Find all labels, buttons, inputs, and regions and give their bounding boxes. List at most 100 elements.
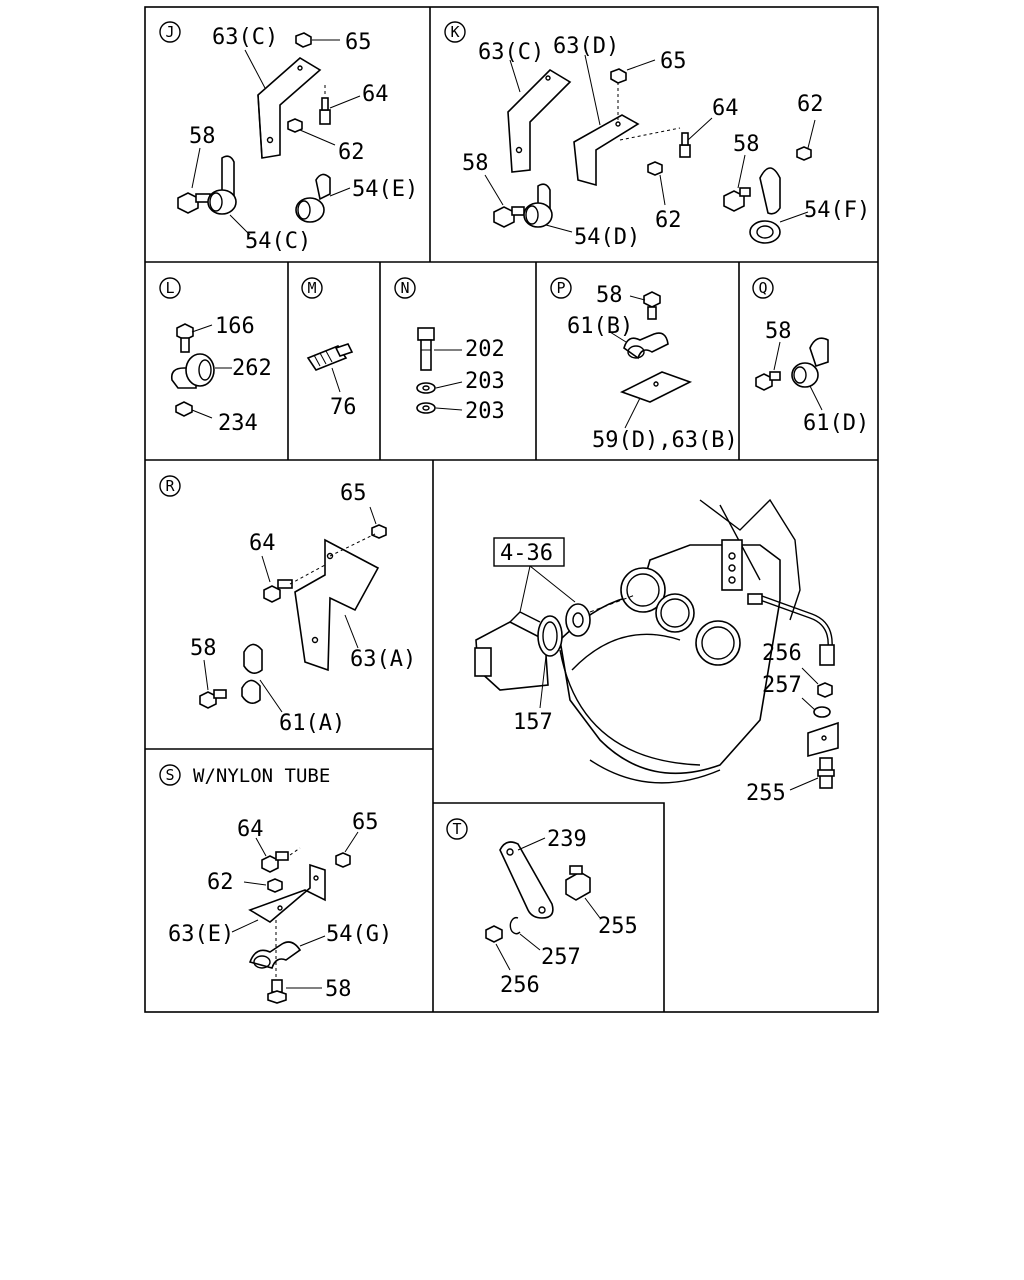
label-65: 65 xyxy=(340,481,367,506)
panel-k-marker xyxy=(444,21,466,43)
bracket-239 xyxy=(499,841,554,919)
panel-t-letter: T xyxy=(452,820,461,838)
label-262: 262 xyxy=(232,356,272,381)
panel-l-letter: L xyxy=(165,279,174,297)
ref-box xyxy=(493,537,565,567)
label-63a: 63(A) xyxy=(350,647,416,672)
clip-61a xyxy=(241,643,263,704)
panel-k: K xyxy=(444,21,870,250)
label-58: 58 xyxy=(596,283,623,308)
label-61d: 61(D) xyxy=(803,411,869,436)
label-54f: 54(F) xyxy=(804,198,870,223)
label-255: 255 xyxy=(746,781,786,806)
bolt-64 xyxy=(319,97,331,125)
label-63c: 63(C) xyxy=(478,40,544,65)
main-engine-assembly: 4-36 157 256 257 255 xyxy=(474,498,839,806)
nut-62 xyxy=(287,118,303,133)
panel-n-marker xyxy=(394,277,416,299)
label-64: 64 xyxy=(362,82,389,107)
label-64: 64 xyxy=(712,96,739,121)
label-157: 157 xyxy=(513,710,553,735)
bolt-58 xyxy=(177,192,211,214)
label-54c: 54(C) xyxy=(245,229,311,254)
panel-j-marker xyxy=(159,21,181,43)
label-257: 257 xyxy=(541,945,581,970)
washer-203 xyxy=(416,382,436,394)
nut-62 xyxy=(267,878,283,893)
washer-257 xyxy=(509,916,521,935)
clip-54f xyxy=(749,167,781,244)
nut-62 xyxy=(647,161,663,176)
clip-61b xyxy=(623,332,669,360)
panel-r: R 65 64 58 63(A) 61(A) xyxy=(159,475,416,736)
panel-q-marker xyxy=(752,277,774,299)
label-63e: 63(E) xyxy=(168,922,234,947)
panel-n: N 202 203 203 xyxy=(394,277,505,424)
washer-203 xyxy=(416,402,436,414)
label-58: 58 xyxy=(765,319,792,344)
label-58: 58 xyxy=(462,151,489,176)
nut-62 xyxy=(796,146,812,161)
bracket-63e xyxy=(248,863,326,923)
label-234: 234 xyxy=(218,411,258,436)
label-64: 64 xyxy=(249,531,276,556)
label-62: 62 xyxy=(207,870,234,895)
bolt-58 xyxy=(493,206,525,228)
bolt-58 xyxy=(267,979,287,1004)
bolt-58 xyxy=(755,371,781,391)
label-58: 58 xyxy=(325,977,352,1002)
panel-t: T 239 255 257 256 xyxy=(446,818,638,998)
bore xyxy=(655,593,695,633)
panel-m-marker xyxy=(301,277,323,299)
panel-m: M 76 xyxy=(301,277,357,420)
panel-r-marker xyxy=(159,475,181,497)
pump-housing xyxy=(474,611,549,691)
diagram-frame xyxy=(144,6,879,1013)
nut-65 xyxy=(610,68,627,84)
label-58: 58 xyxy=(733,132,760,157)
bracket xyxy=(807,721,839,758)
panel-p-marker xyxy=(550,277,572,299)
label-62: 62 xyxy=(797,92,824,117)
panel-n-letter: N xyxy=(400,279,409,297)
clip-54d xyxy=(523,183,553,228)
panel-p: P 58 61(B) 59(D),63(B) xyxy=(550,277,738,453)
washer-257 xyxy=(813,706,831,718)
panel-j: J xyxy=(159,21,418,254)
panel-s-letter: S xyxy=(165,766,174,784)
o-ring-157 xyxy=(537,615,563,657)
label-203: 203 xyxy=(465,369,505,394)
pipe-line xyxy=(747,593,835,666)
nut-65 xyxy=(371,524,387,539)
label-65: 65 xyxy=(352,810,379,835)
label-58: 58 xyxy=(190,636,217,661)
panel-m-letter: M xyxy=(307,279,316,297)
clip-54e xyxy=(295,173,331,223)
panel-s-title: W/NYLON TUBE xyxy=(193,765,330,787)
bracket-63a xyxy=(294,538,380,672)
panel-q-letter: Q xyxy=(758,279,767,297)
panel-l-marker xyxy=(159,277,181,299)
panel-q: Q 58 61(D) xyxy=(752,277,869,436)
bracket-63d xyxy=(573,114,640,187)
label-166: 166 xyxy=(215,314,255,339)
clip-61d xyxy=(791,337,829,388)
label-202: 202 xyxy=(465,337,505,362)
nut-256 xyxy=(485,925,503,943)
bolt-64 xyxy=(261,851,289,873)
panel-j-letter: J xyxy=(165,23,174,41)
label-76: 76 xyxy=(330,395,357,420)
bolt-64 xyxy=(263,579,293,603)
label-62: 62 xyxy=(338,140,365,165)
bolt-64 xyxy=(679,132,691,158)
panel-r-letter: R xyxy=(165,477,175,495)
label-61b: 61(B) xyxy=(567,314,633,339)
label-256: 256 xyxy=(500,973,540,998)
label-54d: 54(D) xyxy=(574,225,640,250)
label-54e: 54(E) xyxy=(352,177,418,202)
bolt-58 xyxy=(643,291,661,320)
bolt-58 xyxy=(199,689,227,709)
label-58: 58 xyxy=(189,124,216,149)
clamp-262 xyxy=(170,353,215,389)
nut-256 xyxy=(817,682,833,698)
